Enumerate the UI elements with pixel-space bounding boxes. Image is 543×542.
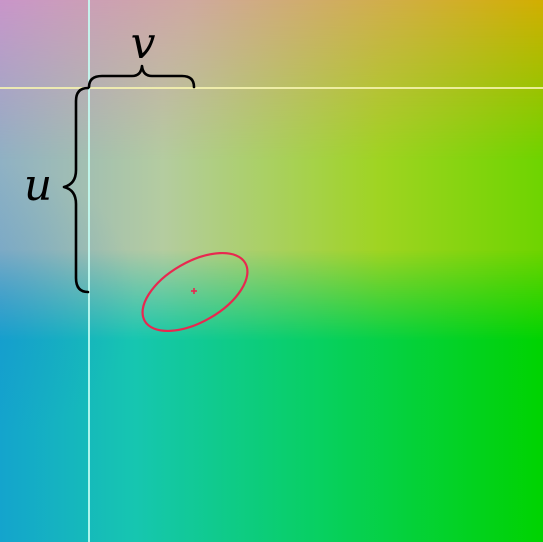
v-label: v: [131, 18, 156, 69]
distribution-ellipse: [141, 251, 249, 333]
v-brace: [87, 64, 196, 89]
u-label: u: [24, 160, 52, 211]
u-brace: [62, 86, 90, 294]
ellipse-center-marker: [191, 288, 197, 294]
